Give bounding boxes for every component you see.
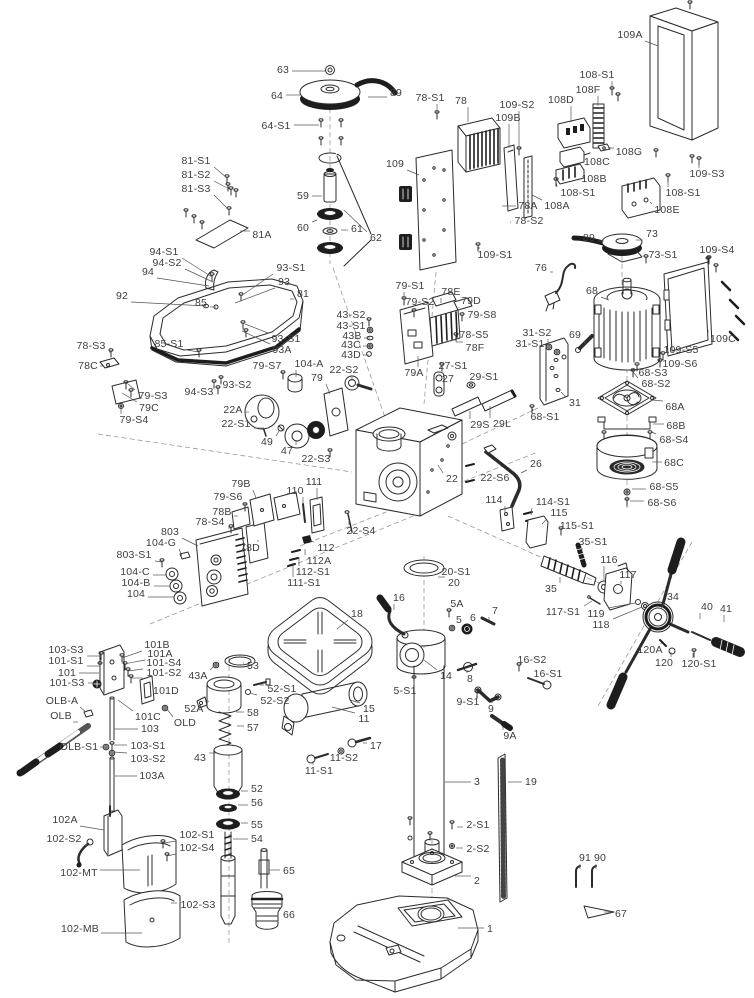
terminal-strip-108F (592, 103, 605, 149)
motor-bracket-31 (529, 337, 569, 414)
feed-handles (606, 537, 745, 710)
block-115 (525, 515, 549, 549)
clip-108G (597, 143, 611, 152)
control-plate-79A (399, 291, 473, 365)
fan-bracket-68B (603, 418, 651, 430)
belt-cover (149, 174, 304, 395)
hinge-94 (205, 269, 219, 291)
rack-19 (497, 753, 508, 903)
laser-assembly (16, 644, 169, 814)
pulley-flange-73-S1 (607, 249, 643, 263)
terminal-108B (555, 163, 585, 185)
column-flange-2 (401, 816, 463, 886)
electrical-components (523, 86, 702, 219)
chuck-66 (251, 891, 283, 930)
contactor-108E (621, 177, 661, 219)
bracket-79B (249, 493, 275, 527)
switch-108C (559, 146, 585, 168)
head-front-parts (376, 444, 564, 731)
table-18 (267, 597, 373, 695)
control-board (159, 491, 301, 607)
motor-lug-69 (578, 334, 594, 350)
table-support (281, 681, 372, 764)
plate-78D (245, 521, 269, 564)
motor-plate-109C (663, 261, 746, 357)
plate-79 (323, 387, 349, 437)
bracket-114 (499, 506, 515, 532)
quill-spindle-stack (196, 654, 284, 930)
head-casting (258, 317, 475, 517)
assembly-axis-lines (97, 108, 693, 946)
heatsink-78 (434, 110, 519, 212)
electrical-box-109A (649, 0, 719, 273)
drive-belt (354, 78, 398, 96)
hinge-bracket (99, 348, 141, 409)
pcb-109B (503, 144, 519, 212)
laser-guards (76, 805, 181, 948)
handwheel-hubs (244, 370, 349, 449)
drift-key-67 (583, 905, 615, 919)
plate-79D (453, 297, 473, 311)
shafts (433, 362, 517, 417)
depth-stop (287, 496, 353, 567)
column-3 (413, 665, 445, 864)
leader-lines (73, 40, 725, 934)
fan-assembly (596, 380, 658, 507)
feed-worm (540, 542, 649, 611)
motor-belt (571, 235, 606, 246)
bracket-78B (231, 506, 251, 530)
mounting-panel-109 (399, 146, 522, 271)
power-cord (544, 262, 577, 312)
base-1 (329, 895, 479, 993)
cover-plate-81A (195, 219, 249, 249)
bracket-78E (431, 291, 457, 307)
spindle-pulley-assembly (299, 65, 398, 267)
motor-assembly (571, 233, 666, 378)
handle-26 (484, 450, 522, 508)
